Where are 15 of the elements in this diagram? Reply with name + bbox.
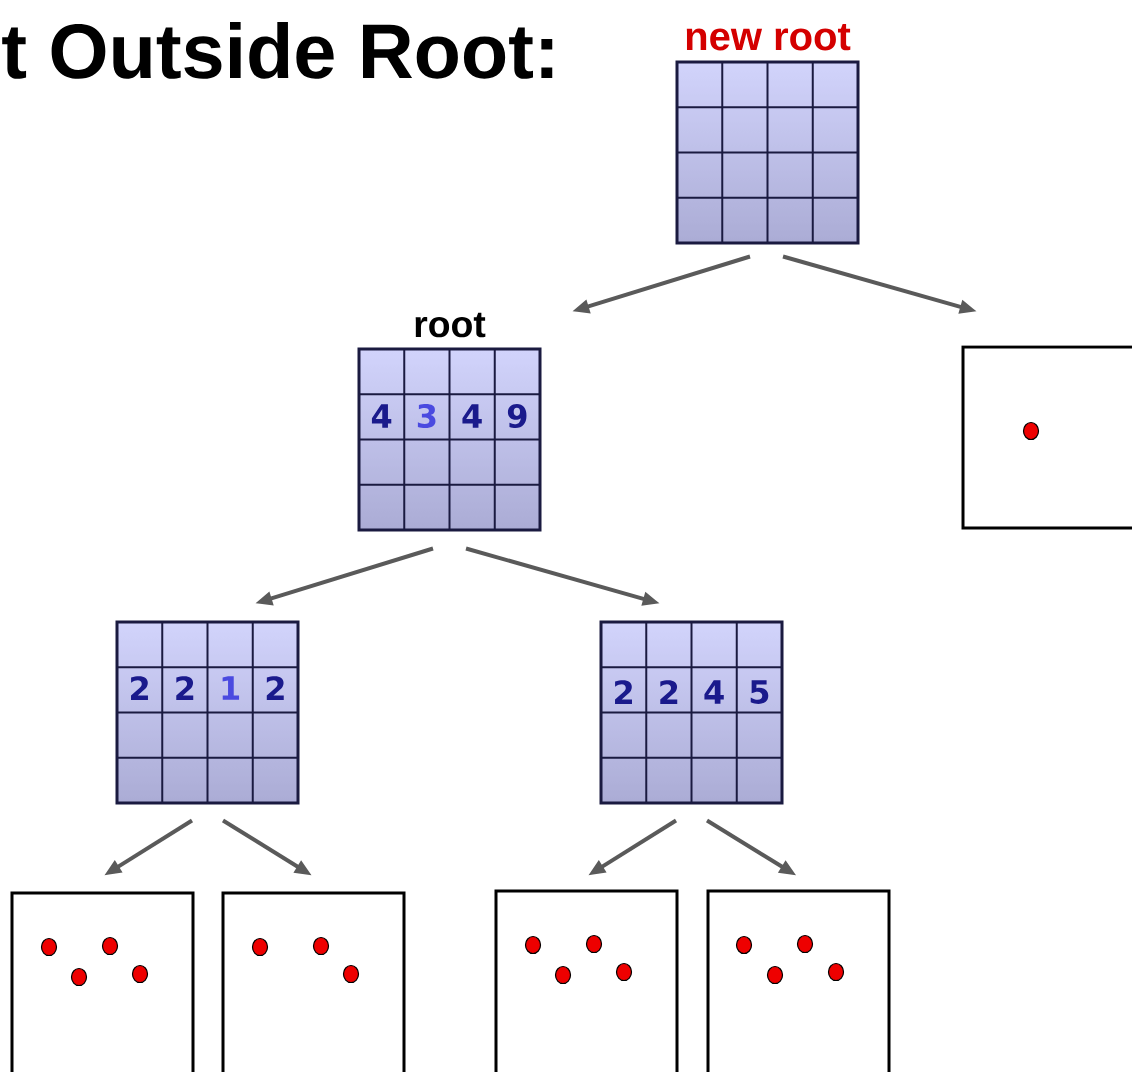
node-label: new root <box>686 23 851 51</box>
cell-number: 3 <box>417 403 436 429</box>
cell-number: 9 <box>507 403 527 429</box>
cell-number: 2 <box>176 676 194 700</box>
cell-number: 4 <box>704 680 724 704</box>
cell-number: 1 <box>222 676 240 700</box>
cell-number: 4 <box>462 404 482 428</box>
cell-number: 4 <box>371 404 392 428</box>
cell-number: 2 <box>131 676 148 700</box>
cell-number: 2 <box>615 680 632 704</box>
cell-number: 5 <box>750 680 769 704</box>
node-label: root <box>415 312 486 338</box>
cell-number: 2 <box>266 676 284 700</box>
cell-number: 2 <box>660 680 678 704</box>
title: t Outside Root: <box>2 21 553 79</box>
